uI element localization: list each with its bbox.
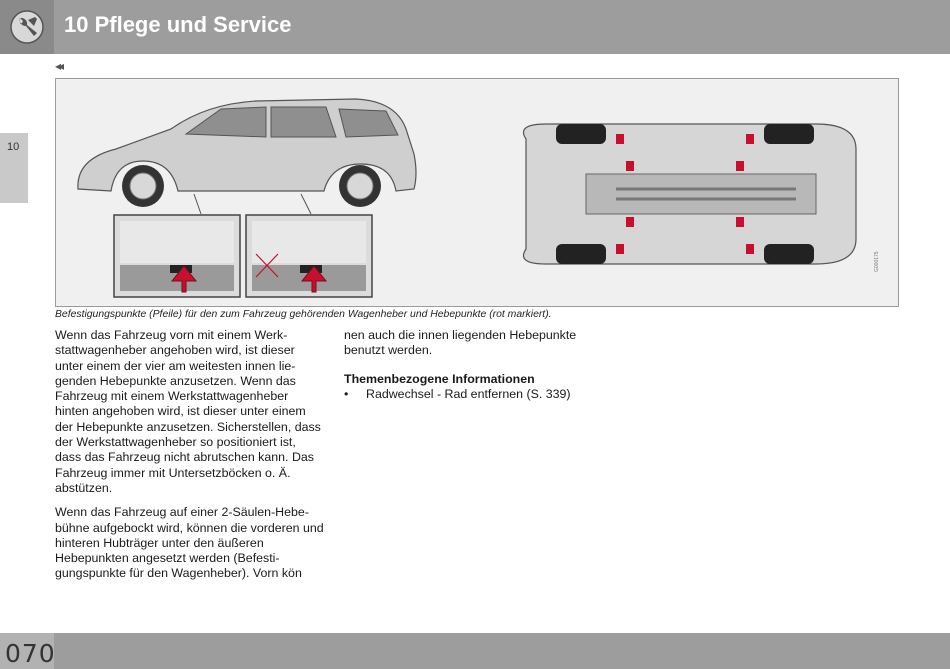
page-number-box: 070 bbox=[0, 633, 56, 669]
related-info-heading: Themenbezogene Informationen bbox=[344, 371, 535, 386]
page-number: 070 bbox=[5, 639, 56, 668]
related-link-item[interactable]: • Radwechsel - Rad entfernen (S. 339) bbox=[344, 387, 614, 402]
car-side-view bbox=[77, 98, 417, 215]
jack-point-detail-rear bbox=[245, 214, 373, 298]
page-header: 10 Pflege und Service bbox=[0, 0, 950, 54]
bullet-icon: • bbox=[344, 386, 349, 401]
text-column-right: nen auch die innen liegenden Hebepunkte … bbox=[344, 328, 614, 402]
chapter-title: 10 Pflege und Service bbox=[64, 12, 292, 37]
wrench-service-icon bbox=[10, 10, 44, 44]
paragraph: nen auch die innen liegenden Hebepunkte … bbox=[344, 328, 577, 358]
page-footer: 070 bbox=[0, 633, 950, 669]
chapter-icon-box bbox=[0, 0, 54, 54]
chapter-side-tab-label: 10 bbox=[7, 141, 20, 153]
paragraph: Wenn das Fahrzeug vorn mit einem Werk­st… bbox=[55, 328, 321, 495]
car-illustration bbox=[77, 98, 857, 298]
related-link-text[interactable]: Radwechsel - Rad entfernen (S. 339) bbox=[366, 386, 571, 401]
car-underbody-view bbox=[522, 123, 857, 265]
lifting-points-figure bbox=[55, 78, 899, 307]
jack-point-detail-front bbox=[113, 214, 241, 298]
text-column-left: Wenn das Fahrzeug vorn mit einem Werk­st… bbox=[55, 328, 325, 591]
figure-code: G000175 bbox=[874, 251, 880, 272]
paragraph: Wenn das Fahrzeug auf einer 2-Säulen-Heb… bbox=[55, 505, 324, 581]
figure-caption: Befestigungspunkte (Pfeile) für den zum … bbox=[55, 309, 552, 320]
chapter-side-tab[interactable]: 10 bbox=[0, 133, 28, 203]
continued-marker: ◂◂ bbox=[55, 59, 64, 73]
